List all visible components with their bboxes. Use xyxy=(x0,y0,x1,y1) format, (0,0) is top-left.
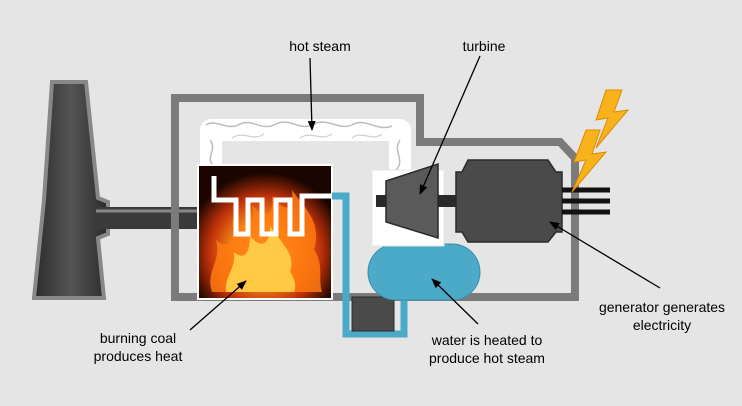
arrow-burning-coal xyxy=(189,280,247,331)
arrow-hot-steam xyxy=(307,57,316,131)
label-hot-steam: hot steam xyxy=(289,38,350,54)
boiler-coil xyxy=(211,176,334,237)
lightning-icon xyxy=(571,89,630,193)
arrow-turbine xyxy=(419,55,481,195)
water-tank xyxy=(367,243,481,301)
label-water-line1: water is heated to xyxy=(431,332,543,348)
water-pipe xyxy=(332,192,408,338)
arrow-generator xyxy=(549,221,661,289)
generator-icon xyxy=(455,159,563,243)
label-water-line2: produce hot steam xyxy=(429,350,545,366)
leader-lines xyxy=(189,55,661,331)
arrow-water xyxy=(431,278,479,325)
output-wires xyxy=(562,187,610,215)
steam-pipe xyxy=(200,119,411,175)
pump xyxy=(351,296,395,332)
label-turbine: turbine xyxy=(463,38,506,54)
label-burning-coal-line2: produces heat xyxy=(94,348,183,364)
label-burning-coal-line1: burning coal xyxy=(100,330,176,346)
label-generator-line2: electricity xyxy=(633,317,691,333)
label-generator-line1: generator generates xyxy=(599,299,725,315)
